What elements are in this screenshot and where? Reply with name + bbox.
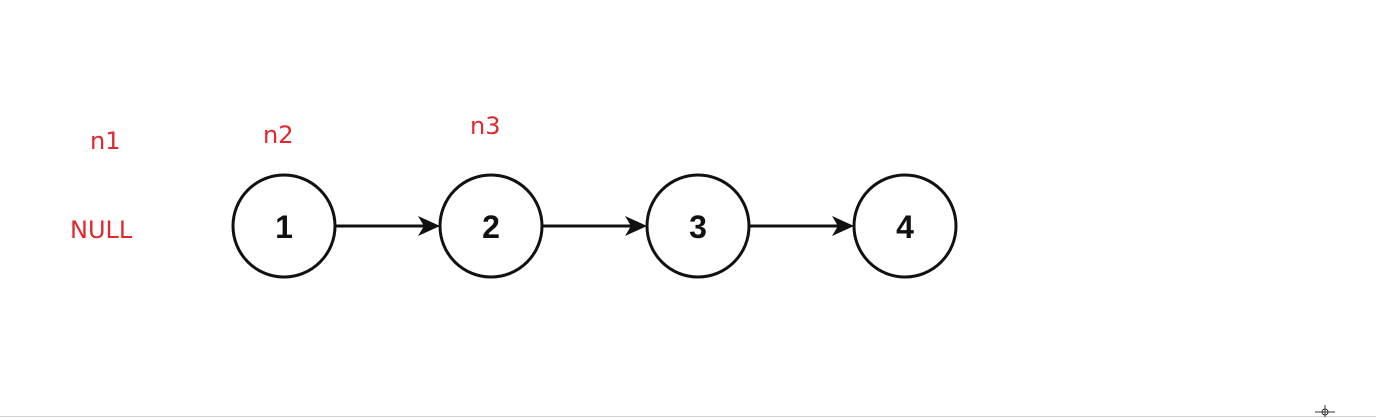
nodes-layer: 1 2 3 4 bbox=[231, 173, 958, 279]
node-value: 4 bbox=[896, 209, 914, 245]
list-node-1: 1 bbox=[231, 173, 337, 279]
pointer-label-n1: n1 bbox=[90, 127, 121, 155]
node-circle bbox=[645, 173, 751, 279]
list-node-4: 4 bbox=[852, 173, 958, 279]
node-value: 1 bbox=[275, 209, 293, 245]
node-value: 2 bbox=[482, 209, 500, 245]
null-label: NULL bbox=[70, 216, 133, 244]
arrowhead-icon bbox=[418, 216, 440, 236]
pointer-label-n2: n2 bbox=[263, 121, 294, 149]
edges-layer bbox=[335, 216, 854, 236]
arrowhead-icon bbox=[832, 216, 854, 236]
pointer-label-n3: n3 bbox=[470, 112, 501, 140]
page-bottom-rule bbox=[0, 416, 1376, 417]
edge-arrow-2 bbox=[542, 216, 647, 236]
node-value: 3 bbox=[689, 209, 707, 245]
list-node-2: 2 bbox=[438, 173, 544, 279]
list-node-3: 3 bbox=[645, 173, 751, 279]
crosshair-cursor-icon bbox=[1315, 405, 1335, 417]
node-circle bbox=[231, 173, 337, 279]
arrowhead-icon bbox=[625, 216, 647, 236]
node-circle bbox=[438, 173, 544, 279]
edge-arrow-1 bbox=[335, 216, 440, 236]
edge-arrow-3 bbox=[749, 216, 854, 236]
node-circle bbox=[852, 173, 958, 279]
